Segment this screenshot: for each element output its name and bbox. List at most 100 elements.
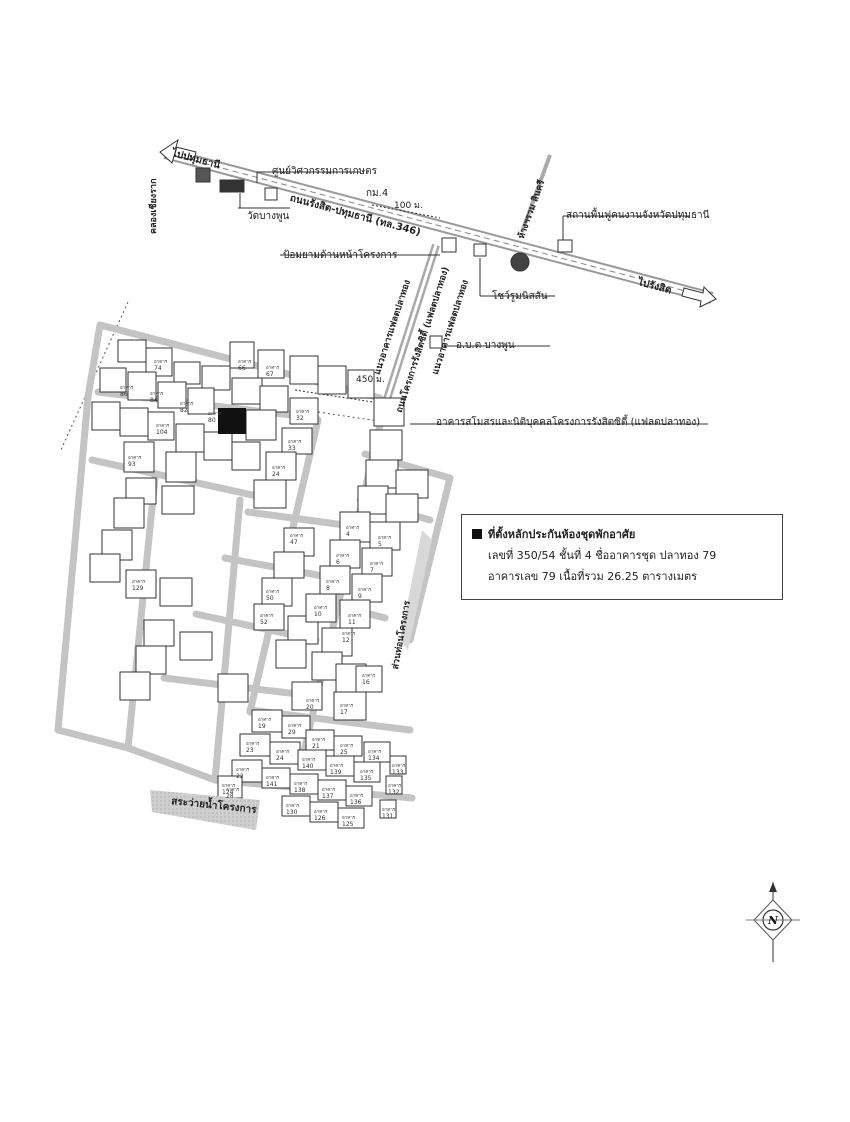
legend-title-row: ที่ตั้งหลักประกันห้องชุดพักอาศัย — [472, 525, 772, 543]
legend-line-2: อาคารเลข 79 เนื้อที่รวม 26.25 ตารางเมตร — [488, 570, 698, 583]
building-number-label: 7 — [370, 567, 374, 574]
building-number-label: 24 — [276, 755, 284, 762]
building-number-label: 9 — [358, 593, 362, 600]
building-number-label: 132 — [388, 789, 400, 796]
building-prefix-label: อาคาร — [330, 763, 344, 769]
building-number-label: 138 — [294, 787, 306, 794]
building-prefix-label: อาคาร — [236, 767, 250, 773]
building-number-label: 104 — [156, 429, 168, 436]
leader-lines — [238, 171, 708, 425]
km-marker-label: กม.4 — [366, 188, 389, 199]
building-prefix-label: อาคาร — [340, 743, 354, 749]
building-prefix-label: อาคาร — [326, 579, 340, 585]
building-prefix-label: อาคาร — [288, 439, 302, 445]
agri-center-label: ศูนย์วิศวกรรมการเกษตร — [272, 166, 377, 177]
building-number-label: 133 — [392, 769, 404, 776]
side-road-north — [520, 154, 552, 233]
building-number-label: 129 — [132, 585, 144, 592]
building-prefix-label: อาคาร — [288, 723, 302, 729]
dist-100-label: 100 ม. — [394, 201, 423, 211]
building-prefix-label: อาคาร — [370, 561, 384, 567]
juristic-office-label: อาคารสโมสรและนิติบุคคลโครงการรังสิตซิตี้… — [436, 417, 701, 428]
building-number-label: 22 — [236, 773, 244, 780]
building-prefix-label: อาคาร — [222, 783, 236, 789]
building-prefix-label: อาคาร — [226, 787, 240, 793]
building-prefix-label: อาคาร — [260, 613, 274, 619]
building-number-label: 93 — [128, 461, 136, 468]
to-pathum-arrow — [159, 138, 197, 164]
building-number-label: 140 — [302, 763, 314, 770]
building-prefix-label: อาคาร — [208, 411, 222, 417]
building-prefix-label: อาคาร — [272, 465, 286, 471]
entrance-road — [378, 243, 440, 417]
building-number-label: 67 — [266, 371, 274, 378]
building-number-label: 135 — [360, 775, 372, 782]
building-number-label: 66 — [238, 365, 246, 372]
building-number-label: 17 — [340, 709, 348, 716]
building-prefix-label: อาคาร — [120, 385, 134, 391]
building-prefix-label: อาคาร — [156, 423, 170, 429]
building-number-label: 139 — [330, 769, 342, 776]
building-prefix-label: อาคาร — [294, 781, 308, 787]
building-prefix-label: อาคาร — [360, 769, 374, 775]
building-number-label: 8 — [326, 585, 330, 592]
building-prefix-label: อาคาร — [346, 525, 360, 531]
target-building — [218, 408, 246, 434]
building-prefix-label: อาคาร — [266, 589, 280, 595]
landmark-icons — [195, 167, 573, 349]
building-number-label: 19 — [258, 723, 266, 730]
building-prefix-label: อาคาร — [314, 605, 328, 611]
building-prefix-label: อาคาร — [314, 809, 328, 815]
building-prefix-label: อาคาร — [132, 579, 146, 585]
building-prefix-label: อาคาร — [322, 787, 336, 793]
building-number-label: 25 — [340, 749, 348, 756]
building-prefix-label: อาคาร — [388, 783, 402, 789]
legend-title: ที่ตั้งหลักประกันห้องชุดพักอาศัย — [488, 528, 636, 541]
building-number-label: 134 — [368, 755, 380, 762]
building-prefix-label: อาคาร — [258, 717, 272, 723]
building-prefix-label: อาคาร — [266, 365, 280, 371]
building-number-label: 12 — [342, 637, 350, 644]
building-prefix-label: อาคาร — [180, 401, 194, 407]
building-prefix-label: อาคาร — [150, 391, 164, 397]
building-number-label: 24 — [272, 471, 280, 478]
building-number-label: 131 — [382, 813, 394, 820]
building-prefix-label: อาคาร — [342, 815, 356, 821]
building-number-label: 50 — [266, 595, 274, 602]
building-prefix-label: อาคาร — [290, 533, 304, 539]
building-number-label: 84 — [150, 397, 158, 404]
building-number-label: 11 — [348, 619, 356, 626]
building-prefix-label: อาคาร — [342, 631, 356, 637]
building-number-label: 28 — [226, 793, 234, 800]
building-prefix-label: อาคาร — [340, 703, 354, 709]
building-prefix-label: อาคาร — [296, 409, 310, 415]
legend-line-1: เลขที่ 350/54 ชั้นที่ 4 ชื่ออาคารชุด ปลา… — [488, 549, 717, 562]
building-number-label: 20 — [306, 704, 314, 711]
legend-swatch — [472, 529, 482, 539]
building-prefix-label: อาคาร — [306, 698, 320, 704]
building-number-label: 52 — [260, 619, 268, 626]
legend-box: ที่ตั้งหลักประกันห้องชุดพักอาศัย เลขที่ … — [461, 514, 783, 600]
north-compass-icon: N — [746, 882, 800, 962]
building-prefix-label: อาคาร — [378, 535, 392, 541]
building-prefix-label: อาคาร — [348, 613, 362, 619]
building-prefix-label: อาคาร — [286, 803, 300, 809]
building-number-label: 124 — [222, 789, 234, 796]
building-number-label: 125 — [342, 821, 354, 828]
compass-letter: N — [767, 914, 779, 927]
building-number-label: 4 — [346, 531, 350, 538]
building-prefix-label: อาคาร — [246, 741, 260, 747]
building-number-label: 137 — [322, 793, 334, 800]
green-strip — [400, 530, 432, 650]
building-number-label: 141 — [266, 781, 278, 788]
building-number-label: 23 — [246, 747, 254, 754]
main-highway — [163, 147, 714, 304]
building-number-label: 5 — [378, 541, 382, 548]
building-prefix-label: อาคาร — [392, 763, 406, 769]
buildings — [89, 339, 429, 829]
building-prefix-label: อาคาร — [312, 737, 326, 743]
dist-100-line — [371, 204, 441, 219]
building-prefix-label: อาคาร — [358, 587, 372, 593]
showroom-label: โชว์รูมนิสสัน — [492, 291, 548, 302]
